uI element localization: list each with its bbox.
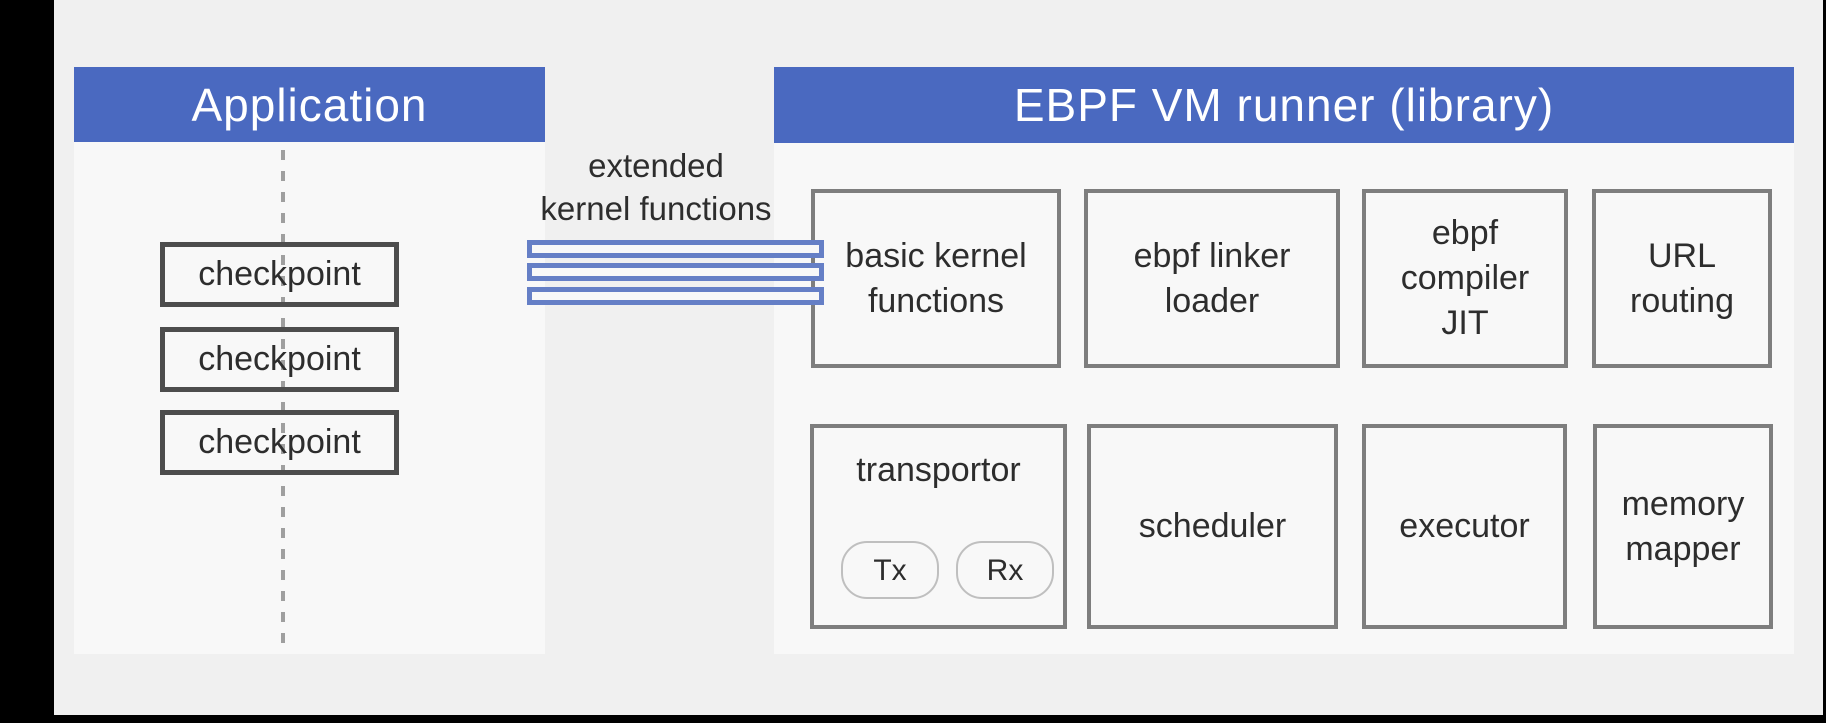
rx-label: Rx (986, 553, 1024, 587)
checkpoint-box-2: checkpoint (160, 327, 399, 392)
application-panel-body (74, 141, 545, 654)
checkpoint-label-2: checkpoint (198, 340, 361, 378)
bus-label-line-2: kernel functions (540, 190, 772, 227)
module-label: ebpf compiler JIT (1400, 214, 1530, 342)
left-black-frame-strip (0, 0, 54, 723)
bottom-black-frame-strip (0, 715, 1826, 723)
module-ebpf-linker-loader: ebpf linker loader (1084, 189, 1340, 368)
right-black-frame-strip (1823, 0, 1826, 723)
application-title: Application (191, 78, 428, 131)
checkpoint-box-1: checkpoint (160, 242, 399, 307)
module-executor: executor (1362, 424, 1567, 629)
module-url-routing: URL routing (1592, 189, 1772, 368)
module-label: ebpf linker loader (1133, 236, 1291, 320)
tx-label: Tx (873, 553, 907, 587)
module-basic-kernel-functions: basic kernel functions (811, 189, 1061, 368)
vm-runner-title: EBPF VM runner (library) (1013, 79, 1555, 131)
module-label: memory mapper (1621, 484, 1745, 568)
kernel-bus-line-1 (527, 240, 824, 258)
transportor-rx-pill: Rx (956, 541, 1054, 599)
module-label: scheduler (1138, 507, 1287, 545)
kernel-bus-line-2 (527, 263, 824, 281)
checkpoint-box-3: checkpoint (160, 410, 399, 475)
vm-runner-panel-body (774, 142, 1794, 654)
kernel-bus-line-3 (527, 287, 824, 305)
bus-label-line-1: extended (588, 147, 724, 184)
extended-kernel-functions-label: extended kernel functions (480, 144, 832, 230)
module-label: transportor (856, 451, 1021, 489)
checkpoint-label-1: checkpoint (198, 255, 361, 293)
application-lifeline-dashed-line (281, 150, 285, 644)
module-scheduler: scheduler (1087, 424, 1338, 629)
module-transportor: transportor Tx Rx (810, 424, 1067, 629)
module-label: basic kernel functions (845, 236, 1027, 320)
vm-runner-header: EBPF VM runner (library) (774, 67, 1794, 143)
module-memory-mapper: memory mapper (1593, 424, 1773, 629)
application-header: Application (74, 67, 545, 142)
module-label: executor (1399, 507, 1530, 545)
transportor-tx-pill: Tx (841, 541, 939, 599)
module-ebpf-compiler-jit: ebpf compiler JIT (1362, 189, 1568, 368)
checkpoint-label-3: checkpoint (198, 423, 361, 461)
module-label: URL routing (1630, 236, 1734, 320)
